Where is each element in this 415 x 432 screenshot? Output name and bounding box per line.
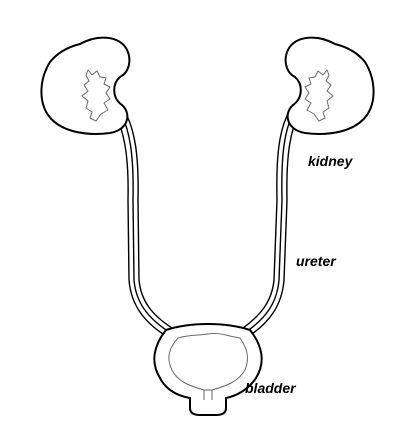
left-kidney bbox=[41, 38, 129, 134]
bladder-label: bladder bbox=[245, 380, 297, 396]
right-kidney bbox=[286, 38, 374, 134]
bladder bbox=[154, 324, 261, 415]
right-ureter bbox=[243, 108, 302, 336]
kidney-label: kidney bbox=[308, 153, 354, 169]
left-ureter bbox=[112, 108, 172, 336]
ureter-label: ureter bbox=[296, 253, 337, 269]
